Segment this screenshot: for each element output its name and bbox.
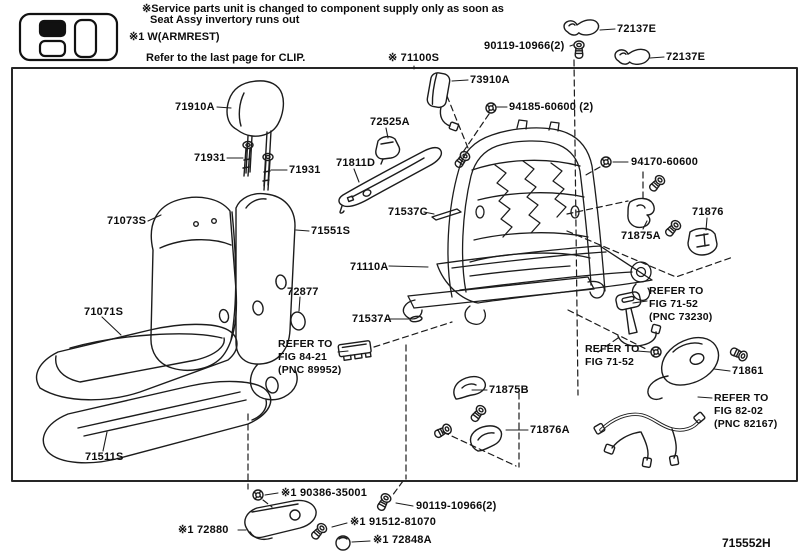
bracket-71875B-drawing [453,375,487,400]
bracket-71875A-drawing [627,197,655,229]
leader-lines [101,28,731,543]
wire-harness-drawing [593,411,706,469]
belt-buckle-drawing [615,291,662,347]
strip-71537C-drawing [431,208,462,221]
part-label-91512: ※1 91512-81070 [350,516,437,528]
seat-cushion-drawing [35,323,238,401]
service-note-line1: ※Service parts unit is changed to compon… [142,3,504,15]
ref-label-fig8421: REFER TO FIG 84-21 (PNC 89952) [278,338,342,376]
seat-cushion-cover-drawing [42,380,272,464]
service-note-line2: Seat Assy invertory runs out [150,14,300,26]
part-label-72525A: 72525A [370,116,410,128]
armrest-drawing [244,499,317,541]
cap-72848A-drawing [335,535,351,551]
bracket-71876A-drawing [469,425,503,452]
airbag-drawing [426,72,460,132]
part-label-71875B: 71875B [489,384,529,396]
clip-72137E-lower-drawing [613,46,651,67]
bracket-72525A-drawing [375,135,401,165]
part-label-72137E-lower: 72137E [666,51,706,63]
bracket-71876-drawing [687,227,718,256]
plug-72877-drawing [290,311,306,331]
clip-note: Refer to the last page for CLIP. [146,52,306,64]
diagram-border [11,67,798,482]
part-label-71073S: 71073S [107,215,147,227]
part-label-90386: ※1 90386-35001 [281,487,368,499]
part-label-72877: 72877 [287,286,319,298]
page-code: 715552H [722,536,771,550]
part-label-71876: 71876 [692,206,724,218]
recliner-cover-drawing [647,336,720,401]
clip-71537A-drawing [409,315,423,323]
part-label-71551S: 71551S [311,225,351,237]
part-label-94185: 94185-60600 (2) [509,101,594,113]
part-label-71910A: 71910A [175,101,215,113]
part-label-71537A: 71537A [352,313,392,325]
ref-label-fig7152-nut: REFER TO FIG 71-52 [585,343,640,368]
ref-label-fig8202: REFER TO FIG 82-02 (PNC 82167) [714,392,778,430]
part-label-71931-left: 71931 [194,152,226,164]
part-label-72880: ※1 72880 [178,524,229,536]
part-label-71811D: 71811D [336,157,376,169]
seat-back-board-drawing [235,192,298,401]
part-label-71931-right: 71931 [289,164,321,176]
assembly-dashed-lines [247,59,734,508]
part-label-71100S: ※ 71100S [388,52,440,64]
part-label-90119-bottom: 90119-10966(2) [416,500,497,512]
part-label-71861: 71861 [732,365,764,377]
seat-position-pictogram [18,12,119,62]
part-label-72137E-upper: 72137E [617,23,657,35]
shield-drawing [338,146,443,214]
part-label-73910A: 73910A [470,74,510,86]
part-label-71511S: 71511S [85,451,124,463]
connector-drawing [337,340,372,361]
armrest-note: ※1 W(ARMREST) [129,31,220,43]
headrest-support-drawings [242,140,274,191]
part-label-71875A: 71875A [621,230,661,242]
part-label-71110A: 71110A [350,261,389,273]
ref-label-fig7152-buckle: REFER TO FIG 71-52 (PNC 73230) [649,285,713,323]
part-label-71876A: 71876A [530,424,570,436]
seat-frame-drawing [402,119,653,325]
part-label-71537C: 71537C [388,206,428,218]
part-label-94170: 94170-60600 [631,156,699,168]
clip-72137E-upper-drawing [562,17,601,38]
part-label-90119-top: 90119-10966(2) [484,40,565,52]
part-label-71071S: 71071S [84,306,124,318]
part-label-72848A: ※1 72848A [373,534,432,546]
